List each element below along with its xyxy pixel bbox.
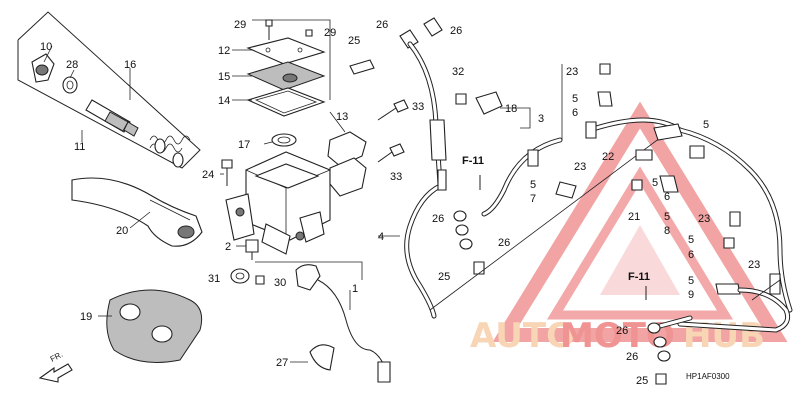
part-label-13: 13 — [336, 111, 348, 123]
part-label-29b: 29 — [324, 27, 336, 39]
part-label-12: 12 — [218, 45, 230, 57]
front-brake-hose-right — [479, 63, 793, 385]
part-label-23d: 23 — [748, 259, 760, 271]
part-label-25c: 25 — [636, 375, 648, 387]
part-label-25a: 25 — [348, 35, 360, 47]
front-brake-hose-upper — [349, 17, 531, 187]
front-arrow: FR. — [38, 350, 73, 383]
part-label-15: 15 — [218, 71, 230, 83]
part-label-6c: 6 — [664, 191, 670, 203]
part-label-3: 3 — [538, 113, 544, 125]
front-brake-hose-left — [404, 131, 669, 319]
part-label-11: 11 — [74, 141, 85, 153]
part-label-14: 14 — [218, 95, 230, 107]
part-label-23c: 23 — [698, 213, 710, 225]
part-label-33a: 33 — [412, 101, 424, 113]
reference-f11-lower: F-11 — [628, 271, 650, 283]
part-label-26b: 26 — [450, 25, 462, 37]
watermark-triangle-logo — [492, 101, 788, 342]
part-label-9: 9 — [688, 289, 694, 301]
part-label-33b: 33 — [390, 171, 402, 183]
part-label-26d: 26 — [498, 237, 510, 249]
part-label-26a: 26 — [376, 19, 388, 31]
part-label-24: 24 — [202, 169, 214, 181]
reference-f11-upper: F-11 — [462, 155, 484, 167]
part-label-5g: 5 — [652, 177, 658, 189]
part-label-6a: 6 — [572, 107, 578, 119]
part-label-25b: 25 — [438, 271, 450, 283]
part-number-labels: 1 2 3 4 5 5 5 5 5 5 5 6 6 6 7 8 9 10 11 … — [40, 19, 760, 387]
part-label-5e: 5 — [688, 234, 694, 246]
part-label-16: 16 — [124, 59, 136, 71]
brake-lever — [71, 177, 203, 247]
lever-cover — [106, 289, 203, 363]
part-label-23b: 23 — [574, 161, 586, 173]
part-label-5d: 5 — [664, 211, 670, 223]
watermark: AUTO MOTO HUB — [470, 101, 788, 356]
part-label-5b: 5 — [703, 119, 709, 131]
part-label-4: 4 — [378, 231, 384, 243]
part-label-32: 32 — [452, 66, 464, 78]
part-label-21: 21 — [628, 211, 640, 223]
part-label-20: 20 — [116, 225, 128, 237]
part-label-8: 8 — [664, 225, 670, 237]
master-cylinder-piston-kit — [17, 11, 201, 169]
part-label-17: 17 — [238, 139, 250, 151]
part-label-7: 7 — [530, 193, 536, 205]
part-label-5c: 5 — [530, 179, 536, 191]
diagram-code: HP1AF0300 — [686, 372, 730, 381]
watermark-hub: HUB — [683, 316, 765, 356]
part-label-18: 18 — [505, 103, 517, 115]
part-label-22: 22 — [602, 151, 614, 163]
part-label-29a: 29 — [234, 19, 246, 31]
part-label-19: 19 — [80, 311, 92, 323]
part-label-1: 1 — [352, 283, 358, 295]
watermark-auto: AUTO — [470, 316, 575, 356]
part-label-5a: 5 — [572, 93, 578, 105]
master-cylinder-body — [221, 111, 367, 260]
part-label-10: 10 — [40, 41, 52, 53]
part-label-27: 27 — [276, 357, 288, 369]
part-label-6b: 6 — [688, 249, 694, 261]
part-label-31: 31 — [208, 273, 220, 285]
part-label-28: 28 — [66, 59, 78, 71]
part-label-26e: 26 — [616, 325, 628, 337]
part-label-26c: 26 — [432, 213, 444, 225]
brake-switch-harness — [230, 261, 391, 383]
part-label-23a: 23 — [566, 66, 578, 78]
front-arrow-label: FR. — [49, 350, 65, 364]
part-label-5f: 5 — [688, 275, 694, 287]
part-label-2: 2 — [225, 241, 231, 253]
part-label-26f: 26 — [626, 351, 638, 363]
part-label-30: 30 — [274, 277, 286, 289]
leader-lines — [43, 45, 781, 363]
reservoir-cap-stack — [246, 19, 331, 147]
